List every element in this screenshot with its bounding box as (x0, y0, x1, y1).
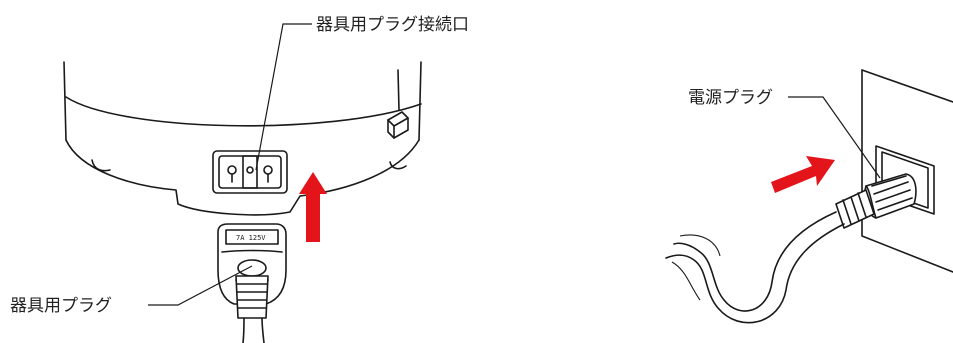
arrow-right-icon (771, 156, 835, 193)
appliance-body (63, 61, 422, 216)
plug-rating-mark: 7A 125V (236, 234, 266, 242)
arrow-up-icon (299, 172, 327, 242)
appliance-plug: 7A 125V (217, 223, 287, 343)
plug-leader-line (148, 265, 253, 306)
power-plug (835, 173, 917, 229)
power-plug-leader-line (788, 96, 881, 179)
power-plug-label: 電源プラグ (688, 88, 773, 108)
appliance-socket-label: 器具用プラグ接続口 (316, 15, 469, 35)
appliance-plug-label: 器具用プラグ (10, 296, 112, 316)
power-cord (665, 211, 845, 324)
appliance-socket (212, 150, 288, 194)
socket-leader-line (255, 23, 312, 171)
